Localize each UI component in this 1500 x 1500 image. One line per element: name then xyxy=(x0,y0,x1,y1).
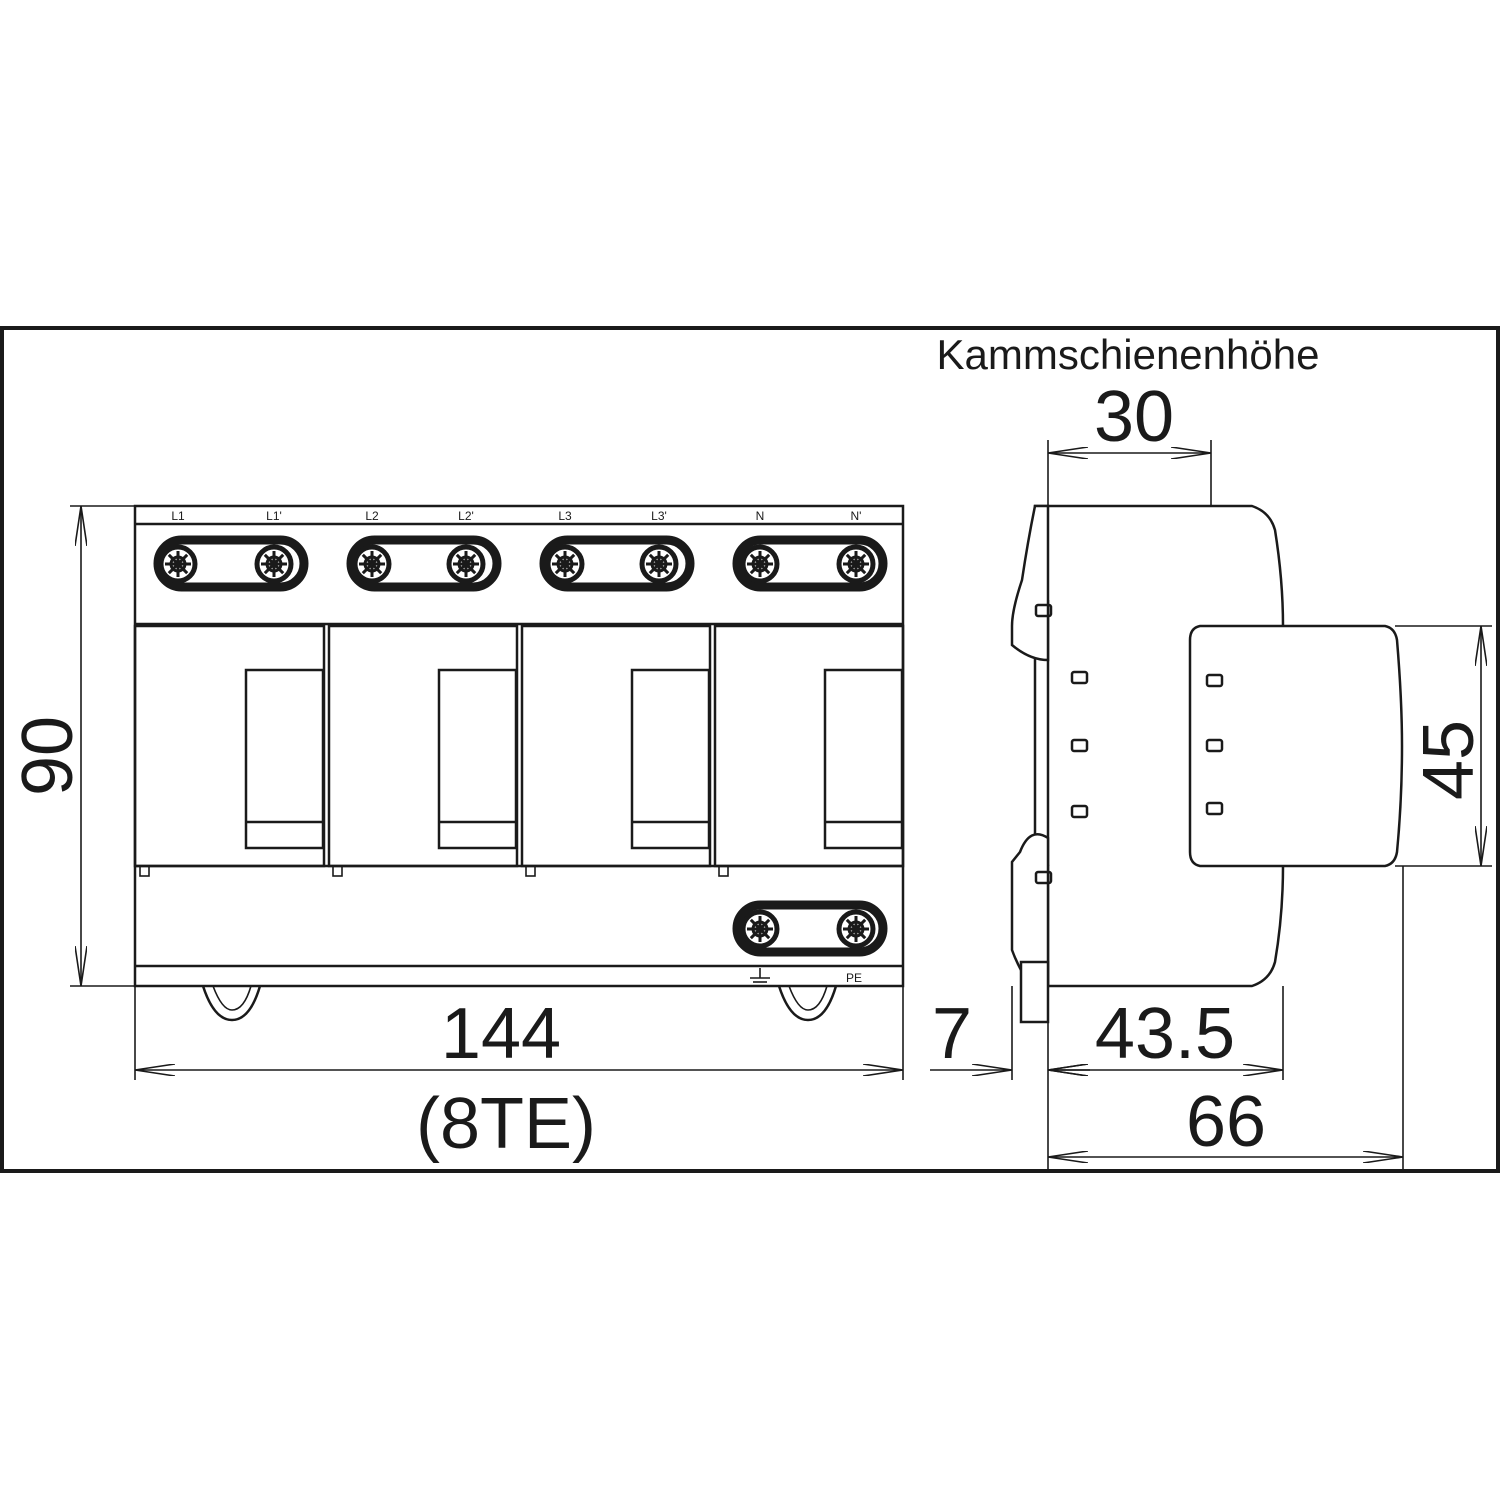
terminal-label-n-prime: N' xyxy=(851,509,862,523)
din-rail-clips xyxy=(201,985,838,1022)
terminal-screw-icon xyxy=(836,909,876,949)
width-units-label: (8TE) xyxy=(416,1084,596,1164)
busbar-height-caption: Kammschienenhöhe xyxy=(937,331,1320,378)
terminal-screw-icon xyxy=(254,544,294,584)
terminal-screw-icon xyxy=(352,544,392,584)
height-label: 90 xyxy=(8,716,88,796)
terminal-label-n: N xyxy=(756,509,765,523)
dimension-labels: 90 144 (8TE) Kammschienenhöhe 30 45 7 43… xyxy=(8,331,1489,1164)
terminal-screw-icon xyxy=(158,544,198,584)
dimension-lines xyxy=(70,440,1492,1170)
terminal-label-l3: L3 xyxy=(558,509,572,523)
ground-symbol-icon xyxy=(750,968,770,987)
terminal-label-pe: PE xyxy=(846,971,862,985)
drawing-frame xyxy=(0,326,1500,1173)
terminal-label-l2: L2 xyxy=(365,509,379,523)
terminal-screw-icon xyxy=(740,544,780,584)
busbar-height-label: 30 xyxy=(1094,377,1174,457)
terminal-label-l3-prime: L3' xyxy=(651,509,667,523)
terminal-screws xyxy=(158,544,876,949)
width-label: 144 xyxy=(441,994,561,1074)
rail-offset-label: 7 xyxy=(932,994,972,1074)
terminal-screw-icon xyxy=(545,544,585,584)
side-upper-latch xyxy=(1010,504,1050,662)
module-2 xyxy=(327,624,519,877)
front-view: L1 L1' L2 L2' L3 L3' N N' PE xyxy=(133,504,905,1022)
rail-clip-side xyxy=(1019,960,1050,1024)
indicator-slots xyxy=(1034,603,1224,885)
side-view xyxy=(1010,504,1404,1024)
terminal-label-l1-prime: L1' xyxy=(266,509,282,523)
protection-modules xyxy=(133,624,905,877)
terminal-labels: L1 L1' L2 L2' L3 L3' N N' PE xyxy=(171,509,862,985)
terminal-screw-icon xyxy=(639,544,679,584)
shoulder-depth-label: 43.5 xyxy=(1095,994,1235,1074)
module-1 xyxy=(133,624,326,877)
terminal-label-l1: L1 xyxy=(171,509,185,523)
module-front-face xyxy=(1188,624,1404,868)
terminal-label-l2-prime: L2' xyxy=(458,509,474,523)
front-height-label: 45 xyxy=(1409,720,1489,800)
module-4 xyxy=(713,624,905,877)
total-depth-label: 66 xyxy=(1186,1082,1266,1162)
terminal-screw-icon xyxy=(740,909,780,949)
terminal-screw-icon xyxy=(446,544,486,584)
module-3 xyxy=(520,624,712,877)
terminal-screw-icon xyxy=(836,544,876,584)
